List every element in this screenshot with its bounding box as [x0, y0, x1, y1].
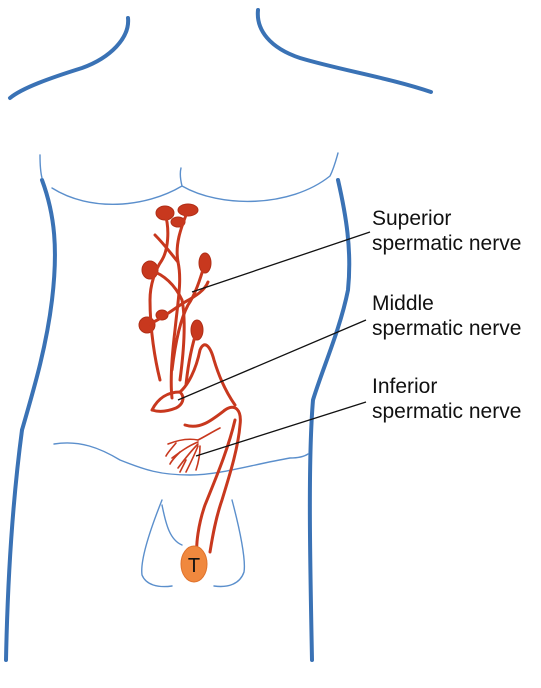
middle-label: Middle spermatic nerve	[372, 292, 521, 340]
superior-label: Superior spermatic nerve	[372, 207, 521, 255]
testis-label: T	[188, 555, 200, 577]
middle-leader	[178, 320, 366, 400]
nerve-network	[139, 204, 240, 553]
left-torso-side	[22, 180, 55, 430]
left-leg-outline	[6, 430, 22, 660]
rib-line-left	[52, 168, 182, 204]
labels: Superior spermatic nerve Middle spermati…	[372, 207, 521, 423]
inferior-label: Inferior spermatic nerve	[372, 375, 521, 423]
right-torso-side	[310, 180, 349, 660]
right-neck-shoulder	[258, 10, 431, 92]
inferior-plexus	[166, 428, 220, 472]
left-neck-shoulder	[10, 18, 128, 98]
scrotum-left	[142, 500, 172, 587]
middle-plexus	[152, 392, 183, 411]
rib-line-right	[182, 153, 338, 201]
penis-line	[162, 505, 182, 545]
chest-line	[40, 155, 42, 178]
inferior-leader	[196, 402, 366, 456]
spermatic-cord	[197, 420, 235, 553]
body-outline	[6, 10, 431, 660]
superior-leader	[192, 232, 370, 292]
testis: T	[181, 546, 207, 582]
